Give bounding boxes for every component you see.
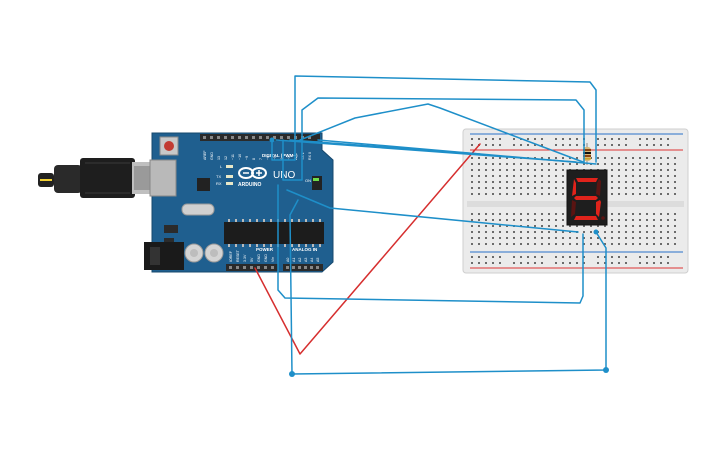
led-l-label: L [220,164,223,169]
digital-pin-label: TX 1 [301,152,305,160]
model-label: UNO [273,170,295,181]
digital-pin-label: ~3 [287,156,291,160]
power-label: POWER [256,247,274,252]
power-pin-label: 5V [250,257,254,262]
wire-junction[interactable] [593,229,599,235]
on-label: ON [305,178,311,183]
seven-segment-display[interactable]: 5 [566,169,608,251]
atmega-chip [224,222,324,244]
segment-b [596,179,601,196]
wire-junction[interactable] [289,371,295,377]
digital-pin-label: 8 [252,158,256,160]
led-l [226,165,233,168]
wire-blue-c[interactable] [299,103,584,163]
digital-pin-label: AREF [203,150,207,160]
digital-pin-label: RX 0 [308,152,312,160]
wire-blue-h[interactable] [277,184,584,304]
power-pin-label: GND [264,254,268,262]
wire-junction[interactable] [269,137,275,143]
wire-red-5v[interactable] [254,143,481,355]
segment-c [596,200,601,217]
power-pin-label: GND [257,254,261,262]
power-pin-label: RESET [236,249,240,262]
segment-a [576,178,598,182]
analog-pin-label: A5 [316,258,320,262]
wire-blue-a[interactable] [271,75,597,163]
analog-pin-label: A4 [310,258,314,262]
crystal-oscillator [181,203,215,216]
analog-pin-label: A2 [298,258,302,262]
digital-pin-label: GND [210,152,214,160]
analog-pin-label: A0 [286,258,290,262]
power-pin-label: Vin [271,257,275,262]
digital-pin-label: ~6 [266,156,270,160]
arduino-logo-icon [238,167,267,179]
usb-cable[interactable] [38,158,162,198]
led-tx [226,175,233,178]
decimal-point [601,216,605,220]
digital-pin-label: ~10 [238,154,242,160]
wire-blue-g[interactable] [286,189,579,233]
wire-blue-i[interactable] [289,199,607,375]
power-pin-label: IOREF [229,250,233,262]
usb-b-jack [149,159,177,197]
digital-pin-label: 4 [280,158,284,160]
digital-label: DIGITAL (PWM~) [262,153,298,158]
segment-e [571,200,576,217]
led-rx-label: RX [216,181,222,186]
digital-pin-label: 2 [294,158,298,160]
analog-pin-label: A1 [292,258,296,262]
led-on [313,178,319,181]
wire-blue-b[interactable] [282,97,585,181]
brand-label: ARDUINO [238,182,261,188]
led-tx-label: TX [216,174,221,179]
segment-f [572,179,576,196]
resistor[interactable] [583,143,591,165]
segment-d [574,216,598,220]
icsp-header [312,176,322,190]
digital-pin-label: 7 [259,158,263,160]
analog-pin-label: A3 [304,258,308,262]
analog-label: ANALOG IN [292,247,317,252]
digital-pin-label: ~11 [231,154,235,160]
digital-pin-label: 12 [224,156,228,160]
digital-pin-label: ~9 [245,156,249,160]
usb-chip [197,178,210,191]
wire-junction[interactable] [603,367,609,373]
wire-blue-f[interactable] [317,139,597,165]
analog-header[interactable] [283,264,323,271]
segment-g [574,196,598,200]
led-rx [226,182,233,185]
segment-group [571,178,601,220]
digital-pin-label: ~5 [273,156,277,160]
power-pin-label: 3.3V [243,254,247,262]
digital-pin-label: 13 [217,156,221,160]
